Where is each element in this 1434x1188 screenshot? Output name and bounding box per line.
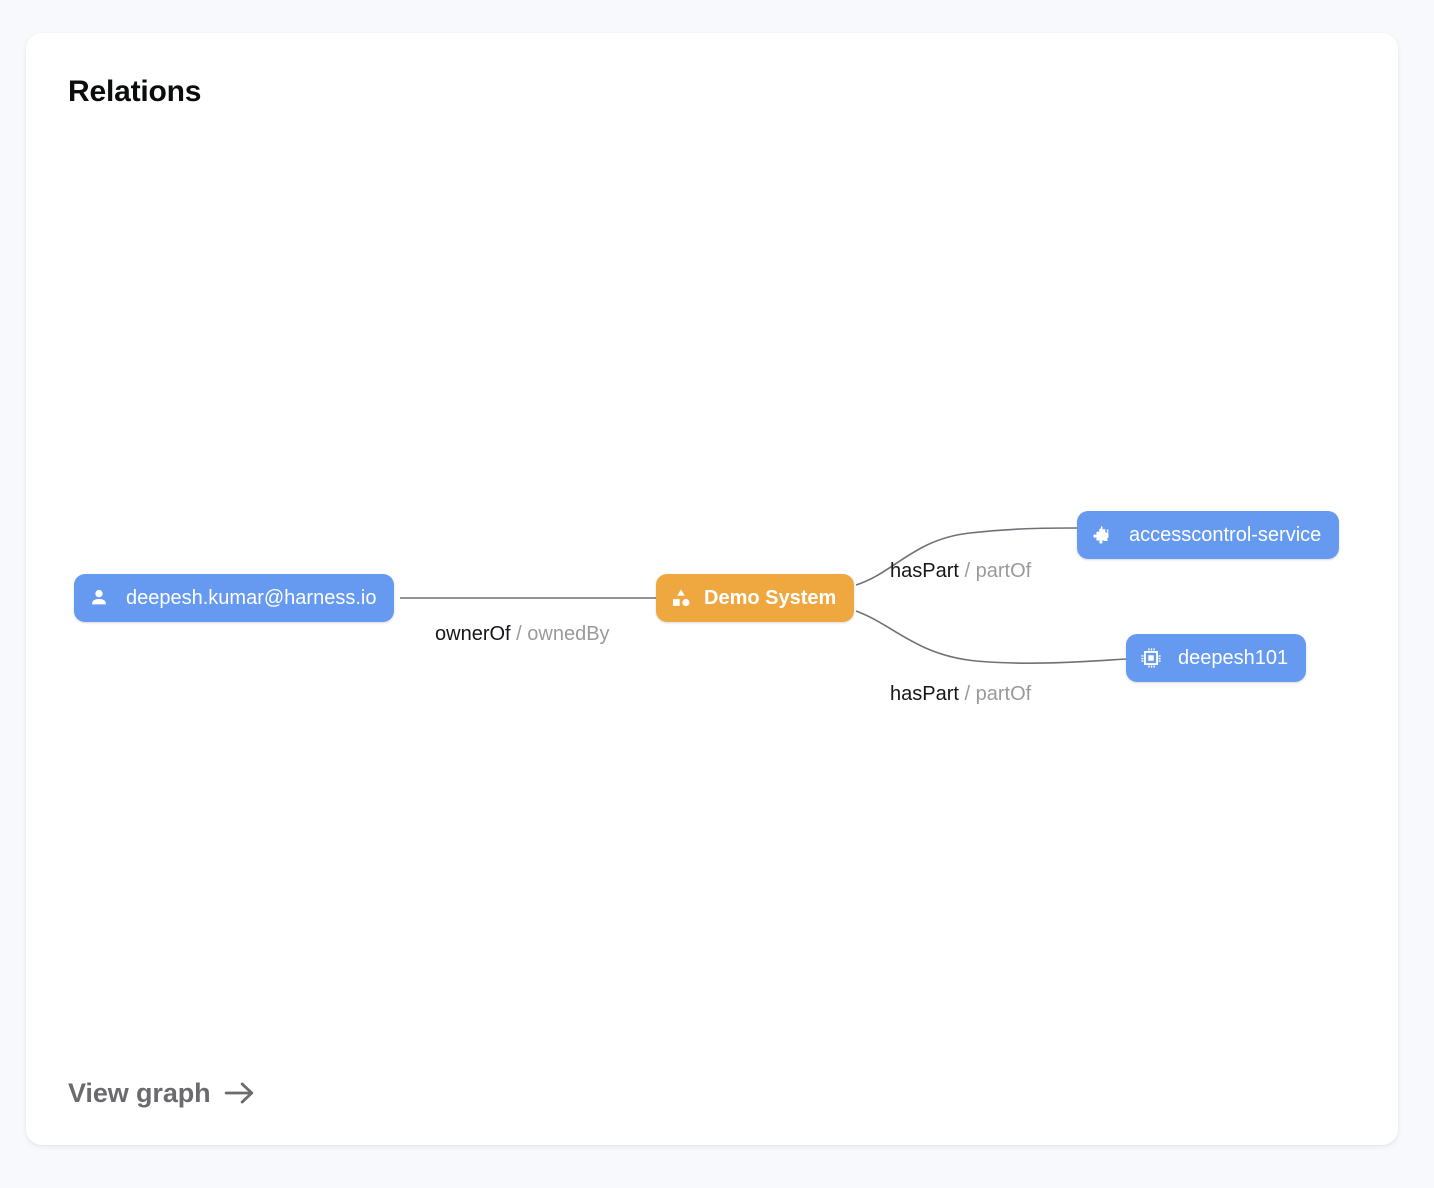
graph-node-label: deepesh.kumar@harness.io xyxy=(126,587,377,609)
category-icon xyxy=(670,587,692,609)
graph-node-accesscontrol-service[interactable]: accesscontrol-service xyxy=(1077,511,1340,559)
edge-label-reverse: partOf xyxy=(975,683,1032,705)
edge-label-reverse: ownedBy xyxy=(527,623,610,645)
graph-node-user[interactable]: deepesh.kumar@harness.io xyxy=(74,574,395,622)
edge-line-haspart-component xyxy=(855,610,1127,664)
edge-label-separator: / xyxy=(516,623,522,645)
graph-node-label: Demo System xyxy=(704,587,837,609)
memory-chip-icon xyxy=(1140,647,1162,669)
edge-label-forward: ownerOf xyxy=(435,623,511,645)
edge-label-forward: hasPart xyxy=(890,683,959,705)
relations-card: Relations deepesh.kumar@harness.io xyxy=(26,33,1398,1145)
edge-label-separator: / xyxy=(964,683,971,705)
page-title: Relations xyxy=(68,75,202,108)
edge-label-ownerof: ownerOf / ownedBy xyxy=(435,624,610,644)
graph-node-deepesh101[interactable]: deepesh101 xyxy=(1126,634,1307,682)
person-icon xyxy=(88,587,110,609)
puzzle-piece-icon xyxy=(1091,524,1113,546)
edge-label-forward: hasPart xyxy=(890,560,959,582)
graph-node-label: deepesh101 xyxy=(1178,647,1289,669)
arrow-right-icon xyxy=(223,1079,257,1107)
edge-label-reverse: partOf xyxy=(975,560,1032,582)
view-graph-link[interactable]: View graph xyxy=(68,1079,257,1107)
graph-node-system[interactable]: Demo System xyxy=(656,574,855,622)
graph-node-label: accesscontrol-service xyxy=(1129,524,1322,546)
edge-label-separator: / xyxy=(964,560,971,582)
edge-label-haspart-service: hasPart / partOf xyxy=(890,561,1031,581)
relations-graph[interactable]: deepesh.kumar@harness.io Demo System acc… xyxy=(26,33,1398,1145)
edge-label-haspart-component: hasPart / partOf xyxy=(890,684,1031,704)
view-graph-label: View graph xyxy=(68,1077,211,1108)
